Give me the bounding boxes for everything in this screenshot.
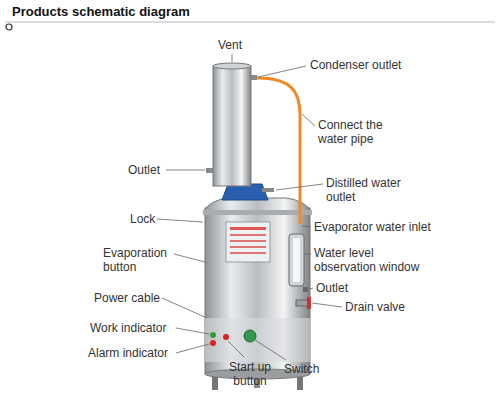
part-label: Evaporator water inlet [314, 220, 431, 234]
control-band [205, 318, 310, 362]
part-label: Power cable [94, 291, 160, 305]
page-title: Products schematic diagram [12, 4, 190, 19]
level-glass [293, 238, 300, 282]
alarm-light [210, 340, 216, 346]
part-label: Drain valve [345, 300, 405, 314]
part-label: Distilled water outlet [326, 176, 406, 204]
leader-line [312, 303, 342, 307]
leader-line [276, 184, 323, 190]
plate-print [230, 227, 266, 230]
leader-lines [157, 54, 342, 360]
part-label: Water level observation window [314, 246, 429, 274]
leader-line [302, 226, 311, 227]
part-label: Work indicator [90, 321, 166, 335]
outlet-pipe [206, 168, 213, 173]
part-label: Outlet [128, 163, 160, 177]
leader-line [255, 340, 286, 360]
part-label: Vent [218, 38, 242, 52]
leader-line [302, 114, 315, 126]
part-label: Switch [284, 362, 319, 376]
leader-line [174, 254, 205, 262]
part-label: Connect the water pipe [318, 118, 398, 146]
part-label: Outlet [316, 281, 348, 295]
work-light [210, 332, 216, 338]
plate-print [230, 252, 266, 254]
start-button [223, 334, 229, 340]
lid-rim [203, 210, 312, 215]
leader-line [232, 54, 233, 62]
condenser-port [251, 75, 257, 80]
leader-line [162, 298, 207, 318]
part-label: Start up button [222, 360, 278, 388]
level-window [289, 234, 304, 286]
distilled-nozzle [262, 188, 274, 192]
valve-handle [307, 297, 311, 309]
plate-print [230, 234, 266, 236]
outlet-port [303, 287, 308, 292]
leader-line [305, 254, 311, 255]
leader-line [176, 328, 209, 334]
leader-line [309, 288, 313, 289]
leader-line [157, 219, 203, 222]
water-hose [257, 78, 300, 224]
leader-line [228, 341, 244, 357]
part-label: Condenser outlet [310, 58, 401, 72]
switch [244, 330, 256, 342]
leader-line [258, 66, 306, 77]
part-label: Lock [130, 212, 155, 226]
title-icon [6, 24, 12, 30]
title-rule [5, 22, 495, 23]
vent-top [213, 63, 251, 69]
name-plate [226, 222, 270, 262]
leader-line [176, 344, 209, 353]
evaporator-body [205, 208, 310, 374]
plate-print [230, 246, 266, 248]
part-label: Alarm indicator [88, 346, 168, 360]
leader-line [166, 170, 205, 171]
condenser-tube [213, 66, 251, 186]
plate-print [230, 240, 266, 242]
part-label: Evaporation button [103, 246, 178, 274]
